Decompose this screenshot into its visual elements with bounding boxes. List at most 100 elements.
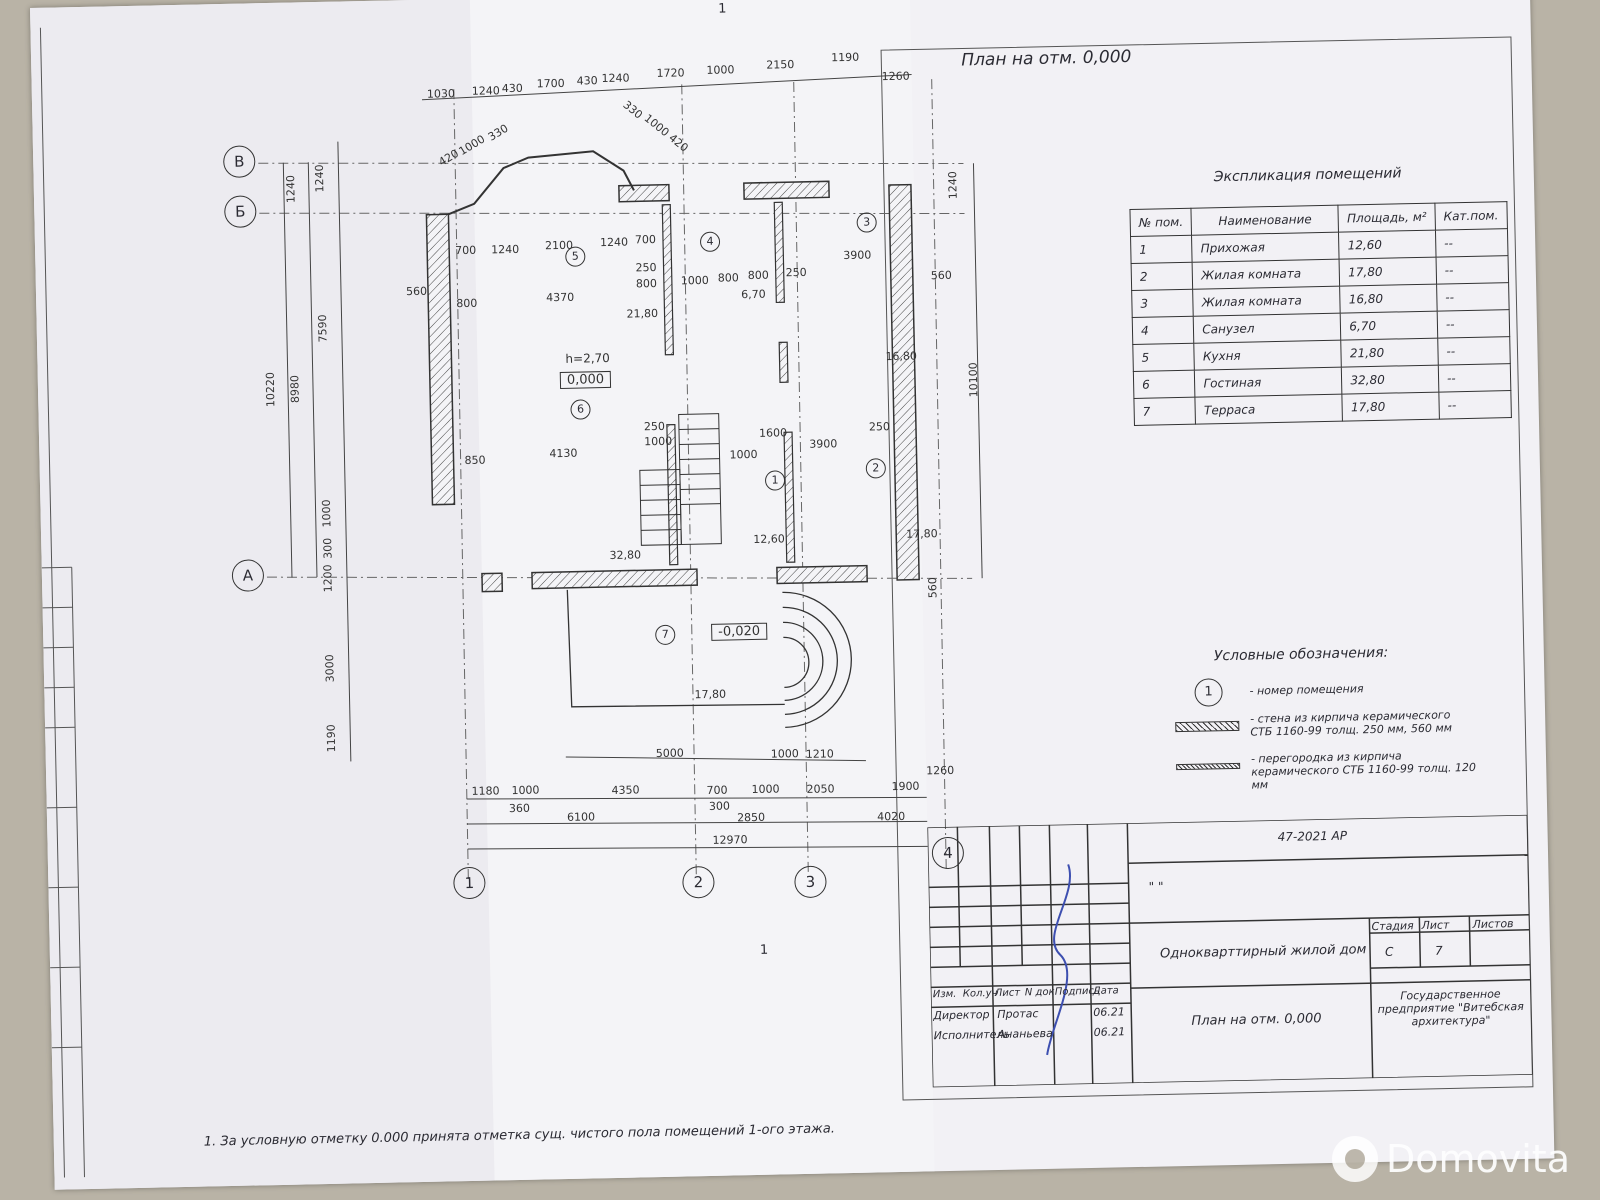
dim-left: 300 bbox=[321, 537, 335, 560]
stage-header: Стадия bbox=[1371, 919, 1414, 934]
dim-bottom: 1180 bbox=[471, 784, 500, 798]
dim-interior: 250 bbox=[643, 419, 666, 434]
legend-item-partition: - перегородка из кирпича керамического С… bbox=[1250, 749, 1477, 792]
cell: 2 bbox=[1131, 262, 1194, 291]
col-header: № пом. bbox=[1129, 208, 1192, 237]
floor-plan-drawing bbox=[39, 27, 1534, 1178]
dim-bottom: 1000 bbox=[770, 747, 799, 761]
sheets-header: Листов bbox=[1472, 917, 1514, 931]
watermark: Domovita bbox=[1331, 1136, 1570, 1182]
dim-right: 560 bbox=[926, 577, 940, 599]
cell: Гостиная bbox=[1194, 367, 1343, 398]
dim-interior: 1000 bbox=[680, 273, 709, 288]
cell: 1 bbox=[1130, 235, 1193, 264]
cell: 7 bbox=[1133, 397, 1196, 426]
dim-interior: 800 bbox=[717, 271, 739, 285]
cell: -- bbox=[1435, 255, 1509, 285]
dim-bottom-sub: 300 bbox=[708, 799, 731, 813]
room-area-6: 32,80 bbox=[609, 548, 642, 562]
dim-interior: 1000 bbox=[644, 434, 673, 449]
axis-lines bbox=[258, 79, 973, 880]
dim-left: 1240 bbox=[312, 164, 327, 193]
staircase bbox=[639, 413, 722, 546]
dim-interior: 800 bbox=[456, 296, 478, 311]
dim-left: 10220 bbox=[263, 371, 278, 408]
dim-interior: 4130 bbox=[549, 446, 578, 461]
dim-bottom: 2850 bbox=[736, 810, 766, 825]
dim-bottom: 6100 bbox=[566, 810, 596, 824]
dimension-lines bbox=[282, 74, 983, 850]
dim-interior: 850 bbox=[464, 453, 486, 467]
dim-interior: 250 bbox=[868, 420, 891, 434]
cell: Жилая комната bbox=[1193, 286, 1341, 317]
dim-interior: 250 bbox=[785, 265, 807, 280]
dim-left: 3000 bbox=[323, 654, 337, 683]
dim-top: 1000 bbox=[706, 63, 735, 77]
dim-interior: 1000 bbox=[729, 447, 758, 462]
cell: 6 bbox=[1133, 370, 1196, 399]
dim-interior: 1240 bbox=[491, 242, 520, 257]
cell: Жилая комната bbox=[1192, 259, 1340, 290]
dim-top: 1240 bbox=[601, 71, 630, 86]
dim-bottom: 1000 bbox=[511, 783, 540, 798]
drawing-sheet: В Б А 1 2 3 4 1 1 1 2 3 4 5 6 7 12,60 17… bbox=[30, 0, 1555, 1190]
dim-left: 1000 bbox=[319, 499, 334, 528]
col-header: Площадь, м² bbox=[1338, 203, 1436, 233]
dim-interior: 800 bbox=[635, 276, 658, 291]
cell: -- bbox=[1438, 363, 1511, 393]
bay-window bbox=[448, 150, 635, 216]
dim-interior: 250 bbox=[635, 260, 657, 275]
document-code: 47-2021 АР bbox=[1277, 828, 1348, 845]
dim-top: 430 bbox=[576, 74, 598, 88]
legend-item-room-number: - номер помещения bbox=[1249, 682, 1364, 698]
person-name: Ананьева bbox=[997, 1026, 1053, 1041]
room-area-3: 16,80 bbox=[885, 349, 918, 364]
ceiling-height: h=2,70 bbox=[565, 350, 610, 366]
sheet-header: Лист bbox=[1421, 918, 1450, 933]
dim-bottom: 2050 bbox=[806, 782, 835, 796]
room-area-5: 21,80 bbox=[626, 306, 659, 321]
cell: 12,60 bbox=[1338, 230, 1436, 260]
col-header-kol: Кол.уч bbox=[962, 987, 998, 1000]
explication-table: № пом. Наименование Площадь, м² Кат.пом.… bbox=[1129, 201, 1512, 426]
cell: 6,70 bbox=[1340, 311, 1438, 341]
dim-top: 1240 bbox=[471, 84, 500, 98]
cell: Санузел bbox=[1193, 313, 1342, 344]
dim-interior: 700 bbox=[634, 232, 657, 247]
dim-top: 1720 bbox=[656, 66, 685, 80]
section-mark-bottom: 1 bbox=[759, 942, 769, 958]
cell: -- bbox=[1437, 336, 1510, 366]
person-name: Протас bbox=[997, 1007, 1039, 1021]
dim-left: 1190 bbox=[324, 724, 339, 753]
legend-item-wall: - стена из кирпича керамического СТБ 116… bbox=[1250, 708, 1453, 739]
stage-value: С bbox=[1384, 944, 1394, 959]
cell: 4 bbox=[1132, 316, 1195, 345]
dim-bottom: 5000 bbox=[655, 746, 684, 761]
cell: -- bbox=[1438, 390, 1512, 420]
dim-interior: 1600 bbox=[758, 426, 788, 440]
exterior-walls bbox=[425, 180, 920, 593]
dim-interior: 3900 bbox=[809, 437, 838, 451]
col-header-ndoc: N док bbox=[1024, 986, 1055, 999]
dim-top: 430 bbox=[501, 81, 523, 96]
dim-right: 560 bbox=[930, 268, 952, 283]
sheet-name: План на отм. 0,000 bbox=[1191, 1011, 1322, 1029]
cell: 21,80 bbox=[1341, 338, 1439, 368]
dim-top: 1190 bbox=[831, 50, 860, 65]
dim-interior: 1240 bbox=[599, 235, 629, 250]
dim-top: 2150 bbox=[766, 58, 795, 72]
cell: Терраса bbox=[1195, 394, 1343, 425]
room-area-4: 6,70 bbox=[741, 287, 766, 302]
cell: 17,80 bbox=[1339, 257, 1437, 287]
dim-bottom: 700 bbox=[706, 783, 728, 798]
title-block-frame bbox=[927, 814, 1533, 1088]
room-area-2: 17,80 bbox=[906, 527, 938, 541]
cell: -- bbox=[1435, 228, 1508, 258]
cell: 16,80 bbox=[1339, 284, 1438, 314]
watermark-logo-icon bbox=[1331, 1136, 1378, 1182]
dim-interior: 2100 bbox=[544, 238, 574, 253]
watermark-text: Domovita bbox=[1385, 1137, 1570, 1181]
dim-left: 1240 bbox=[284, 174, 298, 204]
level-main: 0,000 bbox=[559, 370, 612, 389]
room-area-1: 12,60 bbox=[753, 532, 785, 546]
